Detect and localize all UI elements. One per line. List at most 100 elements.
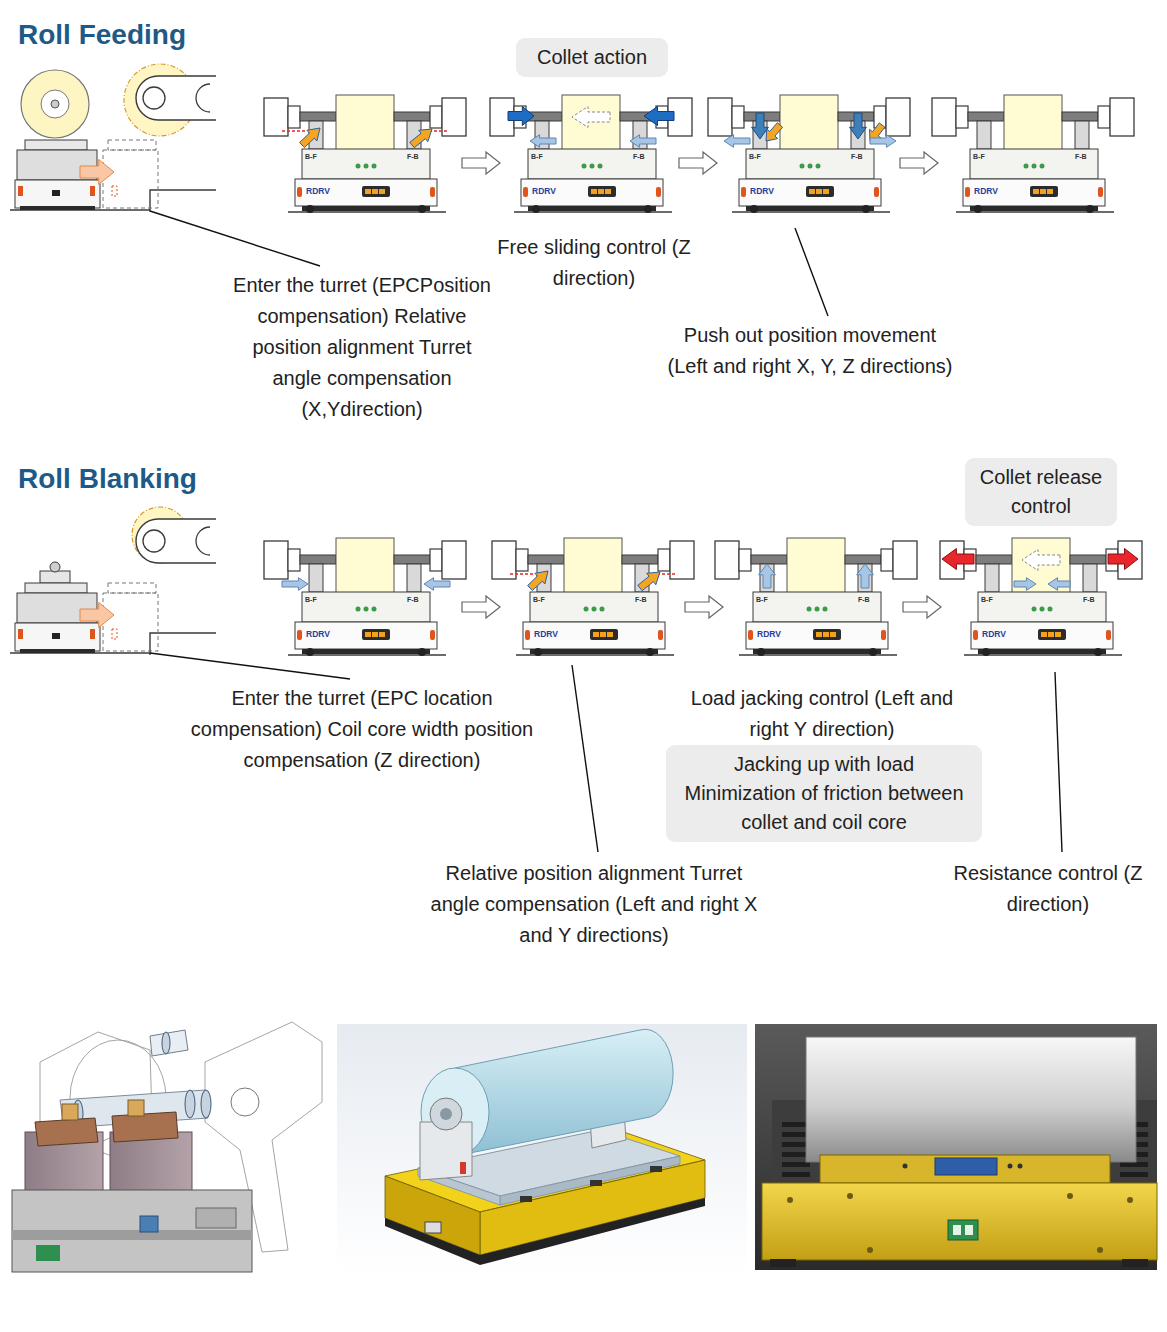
status-lamp <box>590 164 595 169</box>
slide-arrow <box>870 135 896 148</box>
wheel <box>1094 648 1102 656</box>
vehicle-marking: RDRV <box>974 186 1014 197</box>
callout-text: Push out position movement (Left and rig… <box>664 320 957 382</box>
chuck-housing <box>715 541 739 579</box>
agv-vehicle <box>492 538 694 656</box>
collet-arrow <box>644 107 674 126</box>
reel-core <box>41 90 69 118</box>
panel-light <box>379 632 385 637</box>
corner-light <box>656 187 661 197</box>
slide-arrow <box>630 135 656 148</box>
render-background <box>337 1024 747 1275</box>
chuck-housing <box>492 541 516 579</box>
wheel <box>646 648 654 656</box>
roll-direction-arrow <box>572 107 610 128</box>
panel-light <box>607 632 613 637</box>
sensor <box>52 190 60 196</box>
screw <box>1127 1197 1133 1203</box>
agv-body <box>295 622 437 649</box>
support-arm <box>407 564 421 592</box>
motion-arrow <box>410 129 432 148</box>
chuck-housing <box>670 541 694 579</box>
wheel-base <box>970 206 1098 211</box>
sensor <box>52 633 60 639</box>
step-arrow <box>685 596 723 618</box>
callout-text: Resistance control (Z direction) <box>948 858 1148 920</box>
status-lamp <box>364 607 369 612</box>
panel-light <box>1041 632 1047 637</box>
panel-light <box>591 189 597 194</box>
panel-light <box>379 189 385 194</box>
collet-shaft <box>1070 555 1106 564</box>
vehicle-marking: RDRV <box>306 629 346 640</box>
side-view <box>10 64 216 212</box>
marker <box>460 1162 466 1174</box>
cradle-knob <box>50 562 60 572</box>
corner-light <box>90 629 95 639</box>
status-lamp <box>600 607 605 612</box>
leader-line <box>1055 672 1062 852</box>
corner-light <box>874 187 879 197</box>
chuck-housing <box>442 98 466 136</box>
screw <box>847 1193 853 1199</box>
callout-text: Enter the turret (EPCPosition compensati… <box>231 270 493 425</box>
lowering-arrow <box>752 113 769 139</box>
corner-light <box>525 630 530 640</box>
control-panel <box>362 629 390 640</box>
leader-line <box>150 211 320 266</box>
support-marking: B-F <box>981 595 1003 604</box>
bracket-pin <box>440 1108 452 1120</box>
lift-platform <box>302 149 430 179</box>
corner-light <box>881 630 886 640</box>
support-marking: F-B <box>407 595 429 604</box>
chuck-hub <box>1098 106 1110 128</box>
paper-roll <box>806 1037 1136 1162</box>
leader-line <box>795 228 828 316</box>
status-lamp <box>598 164 603 169</box>
note-box: Collet action <box>516 38 668 77</box>
panel-light <box>816 632 822 637</box>
display-screen <box>935 1158 997 1175</box>
render-front <box>755 1024 1157 1270</box>
panel-light <box>598 189 604 194</box>
agv-body <box>762 1183 1157 1260</box>
wheel-base <box>753 649 881 654</box>
display-screen <box>425 1222 441 1233</box>
status-lamp <box>364 164 369 169</box>
leader-line <box>150 653 350 679</box>
motion-arrow <box>638 572 660 591</box>
paper-roll <box>455 1029 673 1156</box>
lift-platform <box>753 592 881 622</box>
agv-body <box>15 623 100 651</box>
collet-shaft <box>751 555 787 564</box>
status-panel <box>948 1220 978 1240</box>
agv-body <box>963 179 1105 206</box>
corner-light <box>430 187 435 197</box>
slide-arrow <box>724 135 750 148</box>
status-lamp <box>800 164 805 169</box>
screw <box>1067 1193 1073 1199</box>
corner-light <box>297 630 302 640</box>
turret-base <box>150 190 216 212</box>
render-agv-roll <box>337 1024 747 1275</box>
vehicle-marking: RDRV <box>534 629 574 640</box>
collet-shaft <box>300 112 336 121</box>
ghost-vehicle <box>108 140 156 150</box>
step-arrow <box>462 152 500 174</box>
motion-arrow <box>766 123 783 141</box>
slide-arrow <box>1014 578 1036 591</box>
lift-plate <box>820 1155 1110 1183</box>
chuck-housing <box>932 98 956 136</box>
lift-platform <box>302 592 430 622</box>
roll-bracket <box>420 1122 472 1180</box>
panel-light <box>1040 189 1046 194</box>
display-screen <box>140 1216 158 1232</box>
agv-vehicle <box>932 95 1134 213</box>
button <box>1018 1164 1023 1169</box>
panel-light <box>593 632 599 637</box>
collet-shaft <box>528 555 564 564</box>
chuck-housing <box>264 98 288 136</box>
vehicle-marking: RDRV <box>750 186 790 197</box>
wheel <box>418 648 426 656</box>
chuck-housing <box>886 98 910 136</box>
